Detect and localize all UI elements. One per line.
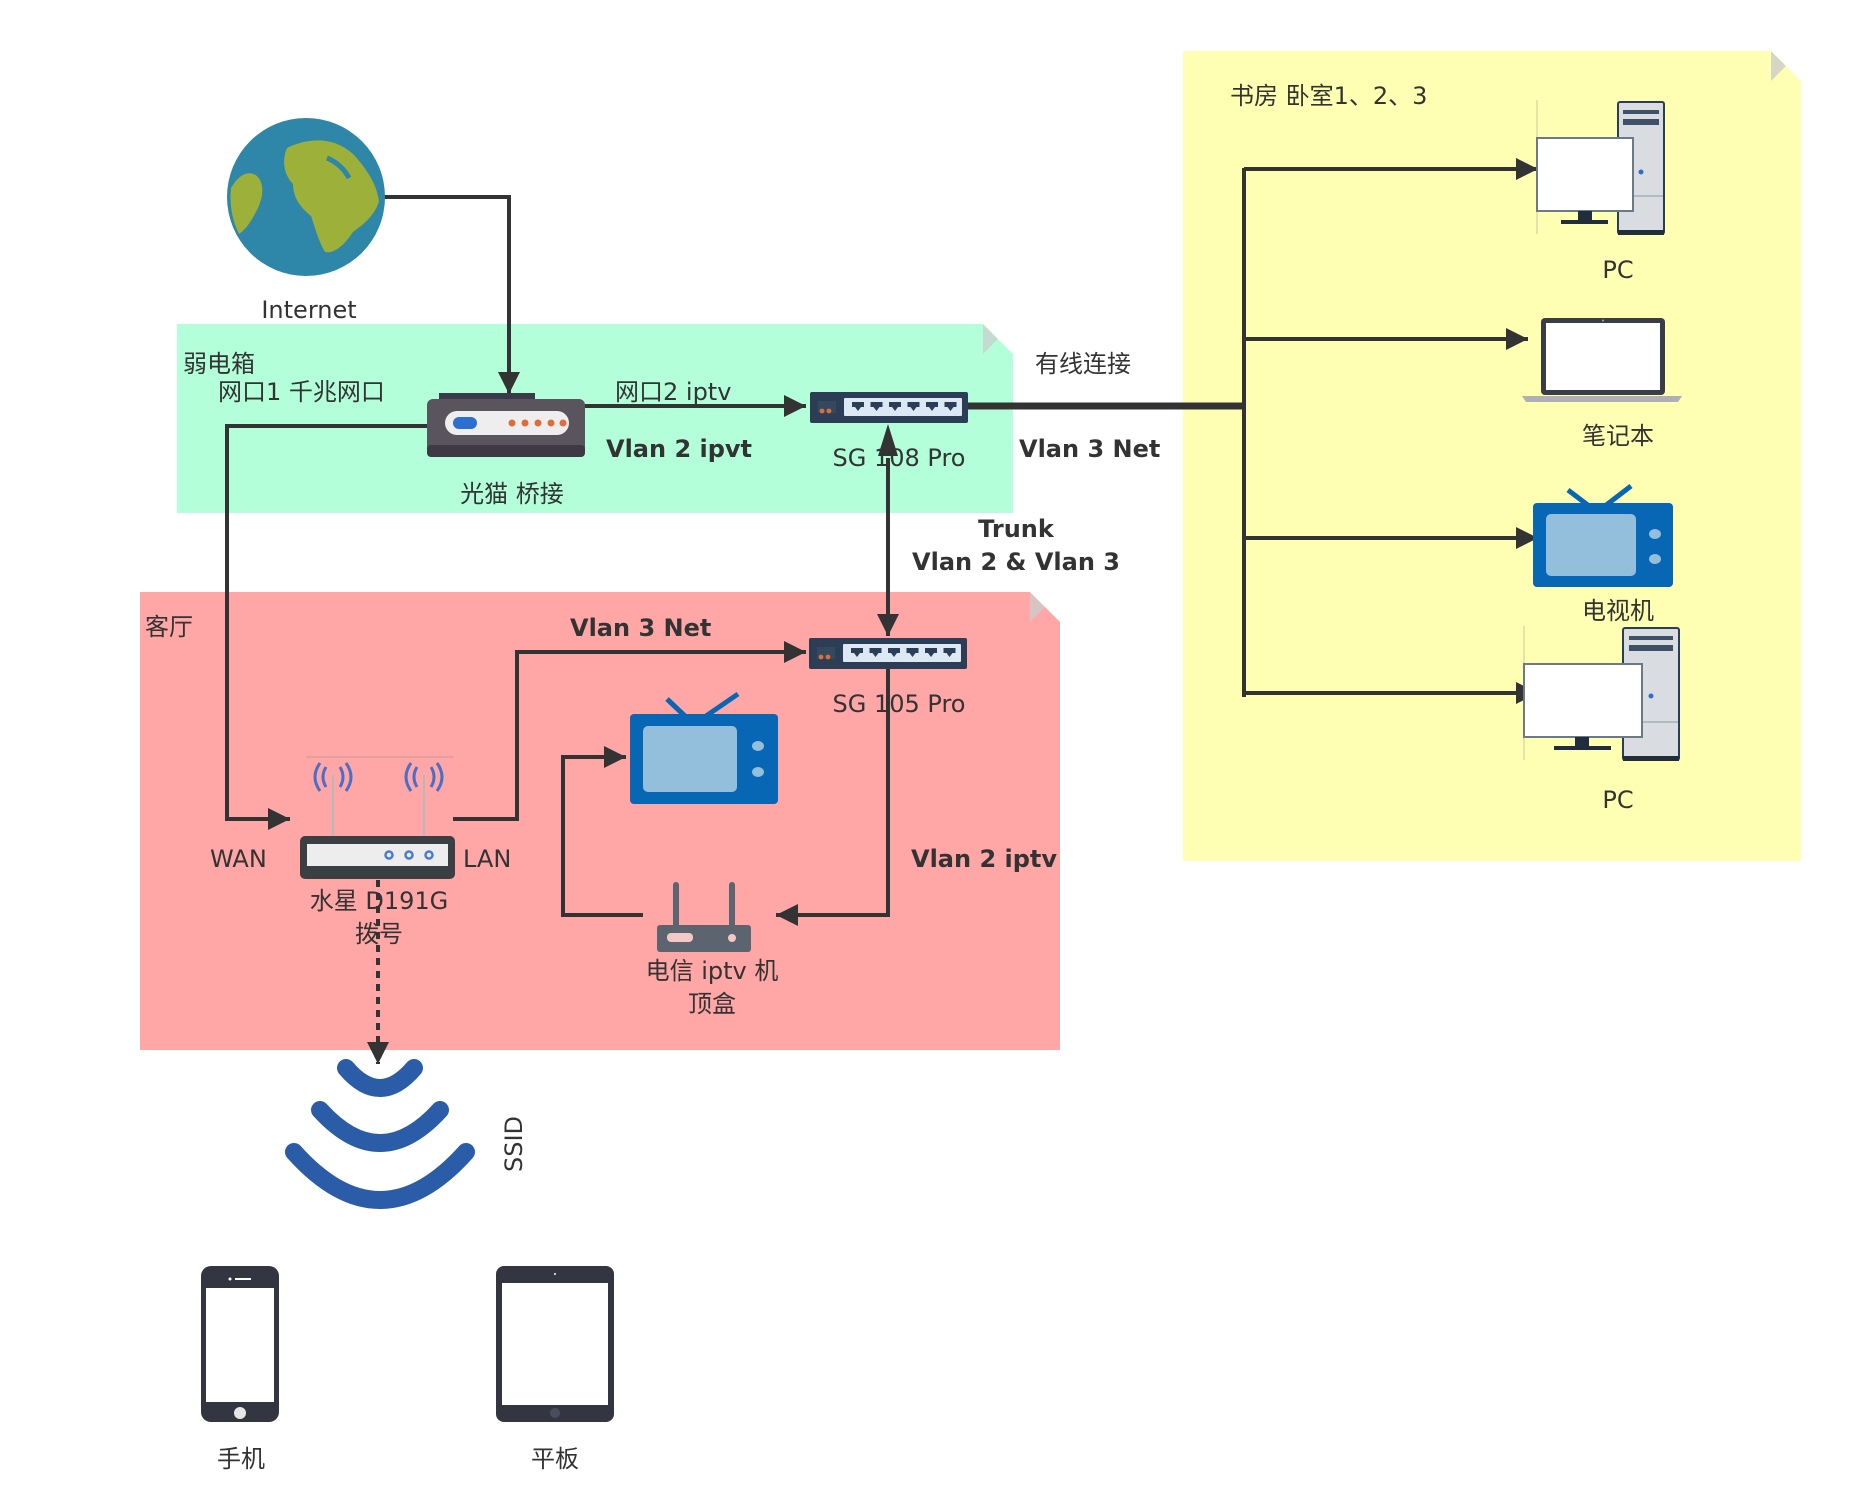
laptop-label: 笔记本 [1582, 422, 1654, 450]
desktop-pc-icon[interactable] [1523, 626, 1685, 762]
pc1-label: PC [1602, 256, 1634, 284]
bedroom-tv-label: 电视机 [1582, 597, 1654, 625]
internet-label: Internet [261, 296, 357, 324]
edge-label-wired: 有线连接 [1035, 350, 1131, 378]
sg105-label: SG 105 Pro [832, 690, 966, 718]
edge-label-vlan2-ipvt: Vlan 2 ipvt [606, 435, 753, 463]
set-top-box-icon[interactable] [657, 880, 753, 952]
switch-port-icon [944, 402, 957, 411]
modem-icon[interactable] [427, 393, 587, 461]
laptop-icon[interactable] [1522, 316, 1684, 404]
edge-iptv-tv [561, 746, 643, 917]
switch-port-icon [851, 648, 863, 657]
switch-port-icon [925, 648, 937, 657]
zone-label-weak-box: 弱电箱 [183, 350, 255, 378]
switch-port-icon [906, 648, 919, 657]
wifi-signal-icon[interactable] [282, 1058, 478, 1220]
lan-label: LAN [463, 845, 512, 873]
switch-port-icon [870, 402, 883, 411]
switch-sg108-icon[interactable] [810, 392, 968, 423]
globe-icon[interactable] [227, 118, 385, 276]
edge-label-vlan3-net-living: Vlan 3 Net [570, 614, 712, 642]
edge-label-port2: 网口2 iptv [615, 378, 732, 406]
bedroom-tv-icon[interactable] [1533, 482, 1675, 588]
switch-port-icon [943, 648, 956, 657]
edge-label-vlan3-net-top: Vlan 3 Net [1019, 435, 1161, 463]
switch-port-icon [889, 402, 901, 411]
phone-label: 手机 [217, 1445, 265, 1473]
tablet-label: 平板 [531, 1445, 579, 1473]
switch-port-icon [888, 648, 900, 657]
wifi-router-icon[interactable] [300, 755, 460, 881]
switch-sg105-icon[interactable] [809, 638, 967, 669]
edge-router-sg105 [453, 641, 806, 821]
pc2-label: PC [1602, 786, 1634, 814]
switch-port-icon [926, 402, 938, 411]
living-tv-icon[interactable] [630, 690, 780, 805]
edge-internet-ont [378, 195, 520, 394]
ssid-label: SSID [500, 1115, 528, 1172]
ont-label: 光猫 桥接 [460, 480, 564, 508]
edge-label-vlan2-iptv: Vlan 2 iptv [911, 845, 1058, 873]
tablet-icon[interactable] [496, 1266, 616, 1424]
zone-label-bedrooms: 书房 卧室1、2、3 [1230, 82, 1428, 110]
edge-label-trunk-line1: Trunk [978, 515, 1054, 543]
switch-port-icon [869, 648, 882, 657]
iptv-label-line1: 电信 iptv 机 [645, 957, 779, 985]
desktop-pc-icon[interactable] [1536, 100, 1698, 236]
sg108-label: SG 108 Pro [832, 444, 966, 472]
iptv-label-line2: 顶盒 [688, 990, 736, 1018]
edge-sg105-iptv [776, 667, 890, 926]
wan-label: WAN [210, 845, 267, 873]
trunk-arrow-up [878, 424, 898, 456]
zone-bedrooms[interactable] [1183, 51, 1801, 861]
edge-label-trunk-line2: Vlan 2 & Vlan 3 [912, 548, 1120, 576]
edge-label-port1: 网口1 千兆网口 [218, 378, 385, 406]
zone-label-living-room: 客厅 [145, 613, 193, 641]
edge-ont-router-wan [225, 424, 427, 830]
switch-port-icon [907, 402, 920, 411]
router-label-line1: 水星 D191G [309, 887, 449, 915]
phone-icon[interactable] [201, 1266, 281, 1424]
router-label-line2: 拨号 [355, 920, 403, 948]
switch-port-icon [852, 402, 864, 411]
